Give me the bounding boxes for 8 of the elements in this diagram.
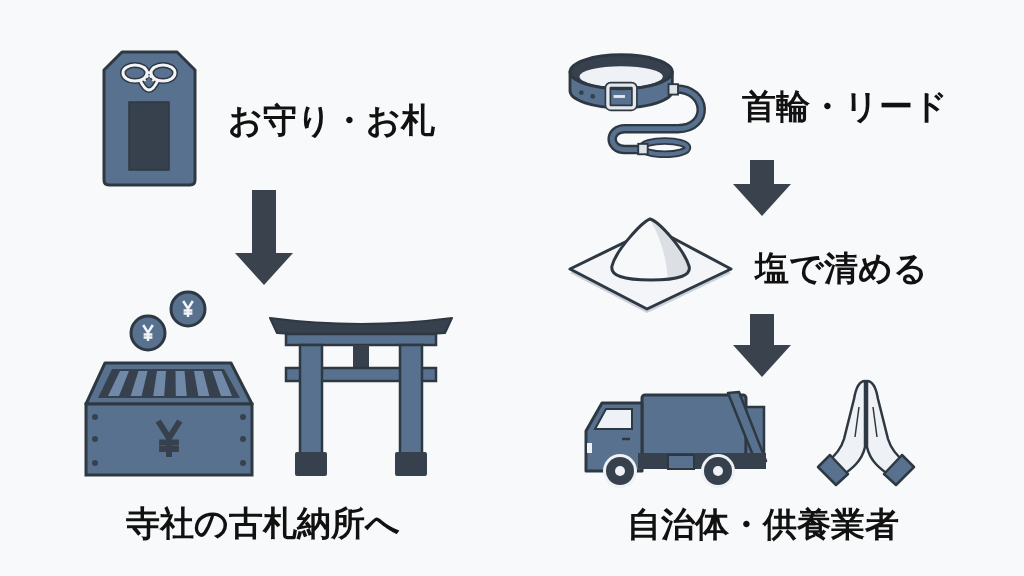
step-label: お守り・お札	[228, 100, 435, 140]
arrow	[733, 160, 791, 216]
step-label: 塩で清める	[755, 248, 928, 288]
arrow	[235, 190, 293, 285]
arrow	[733, 314, 791, 377]
step-label: 首輪・リード	[742, 86, 948, 126]
step-label: 寺社の古札納所へ	[126, 503, 400, 543]
step-label: 自治体・供養業者	[627, 504, 899, 544]
